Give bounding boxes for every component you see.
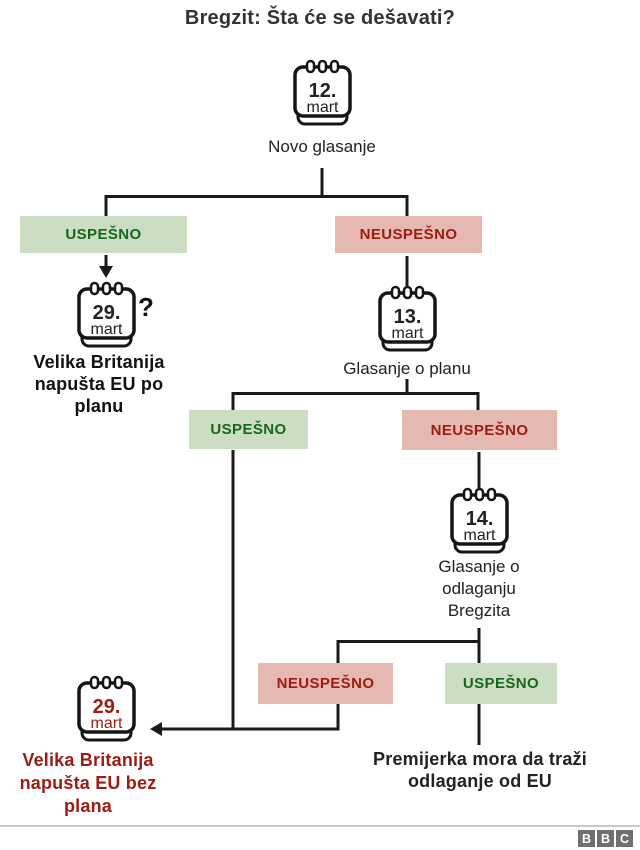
calendar-month: mart <box>464 527 497 544</box>
step3-label: Glasanje o odlaganju Bregzita <box>438 557 520 620</box>
calendar-icon-29-mart-no-plan: 29. mart <box>77 675 136 742</box>
question-mark: ? <box>138 292 154 322</box>
calendar-ring-icon <box>113 281 124 296</box>
calendar-ring-icon <box>486 487 497 502</box>
result-leave-no-plan: Velika Britanija napušta EU bez plana <box>19 750 157 816</box>
calendar-ring-icon <box>317 59 328 74</box>
calendar-icon-13-mart: 13. mart <box>378 285 437 352</box>
result-pm-extension: Premijerka mora da traži odlaganje od EU <box>373 749 587 791</box>
calendar-month: mart <box>91 321 124 338</box>
calendar-month: mart <box>91 715 124 732</box>
calendar-ring-icon <box>402 285 413 300</box>
badge-level1-fail: NEUSPEŠNO <box>335 216 482 253</box>
calendar-icon-14-mart: 14. mart <box>450 487 509 554</box>
step1-label: Novo glasanje <box>268 137 376 156</box>
result-leave-on-plan: Velika Britanija napušta EU po planu <box>33 352 165 416</box>
calendar-ring-icon <box>390 285 401 300</box>
calendar-ring-icon <box>101 675 112 690</box>
calendar-month: mart <box>392 325 425 342</box>
arrow-down-icon <box>99 266 113 278</box>
calendar-day: 14. <box>466 508 494 530</box>
arrow-left-icon <box>150 722 162 736</box>
calendar-ring-icon <box>305 59 316 74</box>
badge-level3-success: USPEŠNO <box>445 663 557 704</box>
line-fail3-arrow-shaft <box>161 704 340 731</box>
calendar-ring-icon <box>329 59 340 74</box>
line-level2-bracket <box>231 392 480 411</box>
badge-level3-fail: NEUSPEŠNO <box>258 663 393 704</box>
badge-level2-success: USPEŠNO <box>189 410 308 449</box>
calendar-icon-12-mart: 12. mart <box>293 59 352 126</box>
badge-level1-success: USPEŠNO <box>20 216 187 253</box>
calendar-ring-icon <box>462 487 473 502</box>
footer-divider <box>0 825 640 827</box>
calendar-ring-icon <box>101 281 112 296</box>
calendar-ring-icon <box>414 285 425 300</box>
bbc-logo: B B C <box>578 830 633 847</box>
calendar-day: 29. <box>93 696 121 718</box>
calendar-icon-29-mart-plan: 29. mart <box>77 281 136 348</box>
calendar-ring-icon <box>113 675 124 690</box>
calendar-day: 13. <box>394 306 422 328</box>
calendar-ring-icon <box>89 281 100 296</box>
bbc-logo-block-1: B <box>578 830 595 847</box>
badge-level2-fail: NEUSPEŠNO <box>402 410 557 450</box>
calendar-day: 12. <box>309 80 337 102</box>
bbc-logo-block-3: C <box>616 830 633 847</box>
calendar-day: 29. <box>93 302 121 324</box>
calendar-ring-icon <box>89 675 100 690</box>
step2-label: Glasanje o planu <box>343 359 471 378</box>
calendar-ring-icon <box>474 487 485 502</box>
line-level3-bracket-left <box>336 640 479 664</box>
line-level1-bracket <box>104 195 409 218</box>
bbc-logo-block-2: B <box>597 830 614 847</box>
page-title: Bregzit: Šta će se dešavati? <box>184 7 456 29</box>
calendar-month: mart <box>307 99 340 116</box>
